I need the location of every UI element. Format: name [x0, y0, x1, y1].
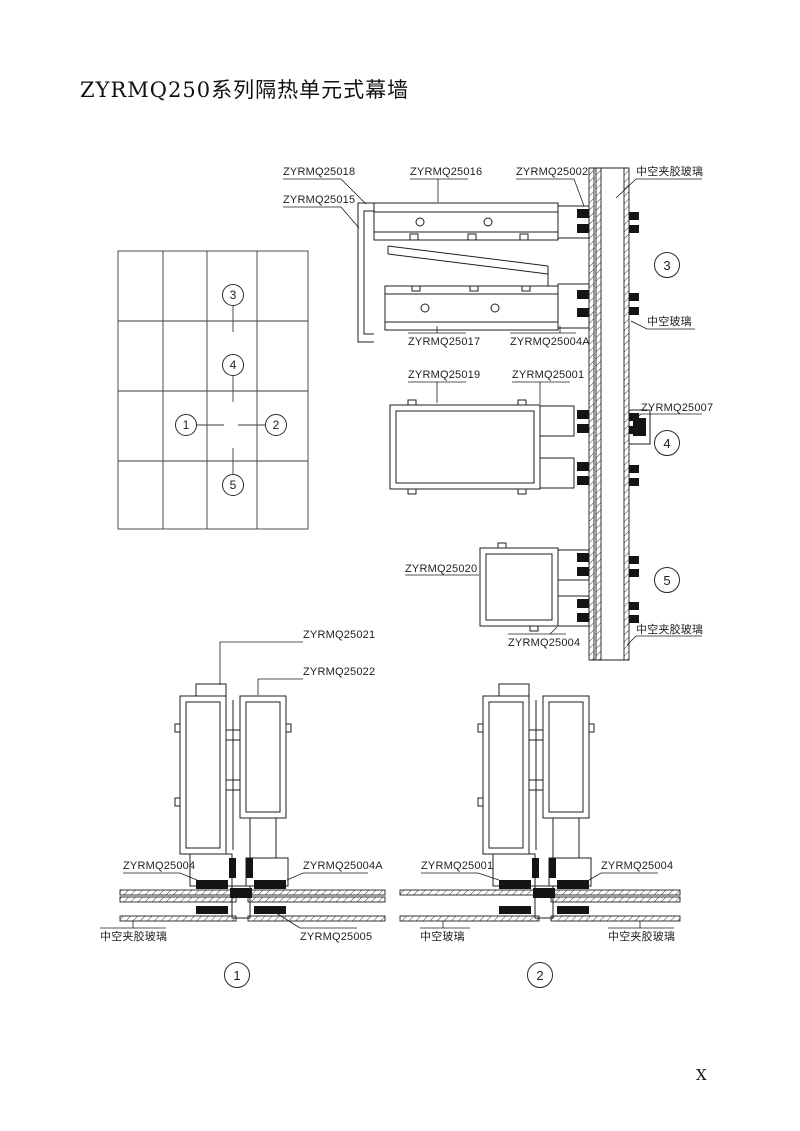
label-glass-insulated-d3: 中空玻璃 — [647, 316, 692, 328]
label-zyrmq25019: ZYRMQ25019 — [408, 369, 481, 381]
detail3-gaskets — [577, 209, 639, 317]
keyplan-grid — [117, 250, 309, 530]
detail2-profiles — [477, 683, 595, 919]
label-zyrmq25004-d2: ZYRMQ25004 — [601, 860, 674, 872]
detail3-profiles — [357, 202, 590, 343]
detail4-profiles — [389, 399, 651, 495]
label-zyrmq25020: ZYRMQ25020 — [405, 563, 478, 575]
label-zyrmq25001-d4: ZYRMQ25001 — [512, 369, 585, 381]
keyplan-bubble-4: 4 — [222, 354, 244, 376]
detail-bubble-3: 3 — [654, 252, 680, 278]
label-zyrmq25016: ZYRMQ25016 — [410, 166, 483, 178]
label-glass-insulated-d2: 中空玻璃 — [420, 931, 465, 943]
label-zyrmq25004-d1: ZYRMQ25004 — [123, 860, 196, 872]
keyplan-bubble-3: 3 — [222, 284, 244, 306]
page-number: X — [696, 1066, 707, 1084]
label-glass-laminated-d5: 中空夹胶玻璃 — [636, 624, 704, 636]
label-zyrmq25021: ZYRMQ25021 — [303, 629, 376, 641]
mullion-glass-plan — [588, 167, 630, 661]
detail2-glass — [399, 889, 681, 922]
keyplan-bubble-1: 1 — [175, 414, 197, 436]
detail-bubble-5: 5 — [654, 567, 680, 593]
label-zyrmq25004a-d3: ZYRMQ25004A — [510, 336, 590, 348]
detail-bubble-1: 1 — [224, 962, 250, 988]
detail1-glass — [119, 889, 386, 922]
label-zyrmq25015: ZYRMQ25015 — [283, 194, 356, 206]
label-glass-laminated-d2: 中空夹胶玻璃 — [608, 931, 676, 943]
label-glass-laminated-d1: 中空夹胶玻璃 — [100, 931, 168, 943]
label-zyrmq25007: ZYRMQ25007 — [641, 402, 714, 414]
detail4-gaskets — [577, 410, 646, 486]
page-title: ZYRMQ250系列隔热单元式幕墙 — [80, 78, 410, 102]
detail2-gaskets — [499, 858, 589, 914]
keyplan-bubble-2: 2 — [265, 414, 287, 436]
detail5-gaskets — [577, 553, 639, 623]
detail1-gaskets — [196, 858, 286, 914]
label-zyrmq25005: ZYRMQ25005 — [300, 931, 373, 943]
label-zyrmq25001-d2: ZYRMQ25001 — [421, 860, 494, 872]
label-zyrmq25002: ZYRMQ25002 — [516, 166, 589, 178]
label-glass-laminated-top: 中空夹胶玻璃 — [636, 166, 704, 178]
label-zyrmq25017: ZYRMQ25017 — [408, 336, 481, 348]
leader-lines — [100, 178, 702, 929]
keyplan-bubble-5: 5 — [222, 474, 244, 496]
label-zyrmq25018: ZYRMQ25018 — [283, 166, 356, 178]
detail5-profiles — [479, 542, 590, 632]
detail-bubble-2: 2 — [527, 962, 553, 988]
label-zyrmq25004a-d1: ZYRMQ25004A — [303, 860, 383, 872]
label-zyrmq25004-d5: ZYRMQ25004 — [508, 637, 581, 649]
detail-bubble-4: 4 — [654, 430, 680, 456]
label-zyrmq25022: ZYRMQ25022 — [303, 666, 376, 678]
